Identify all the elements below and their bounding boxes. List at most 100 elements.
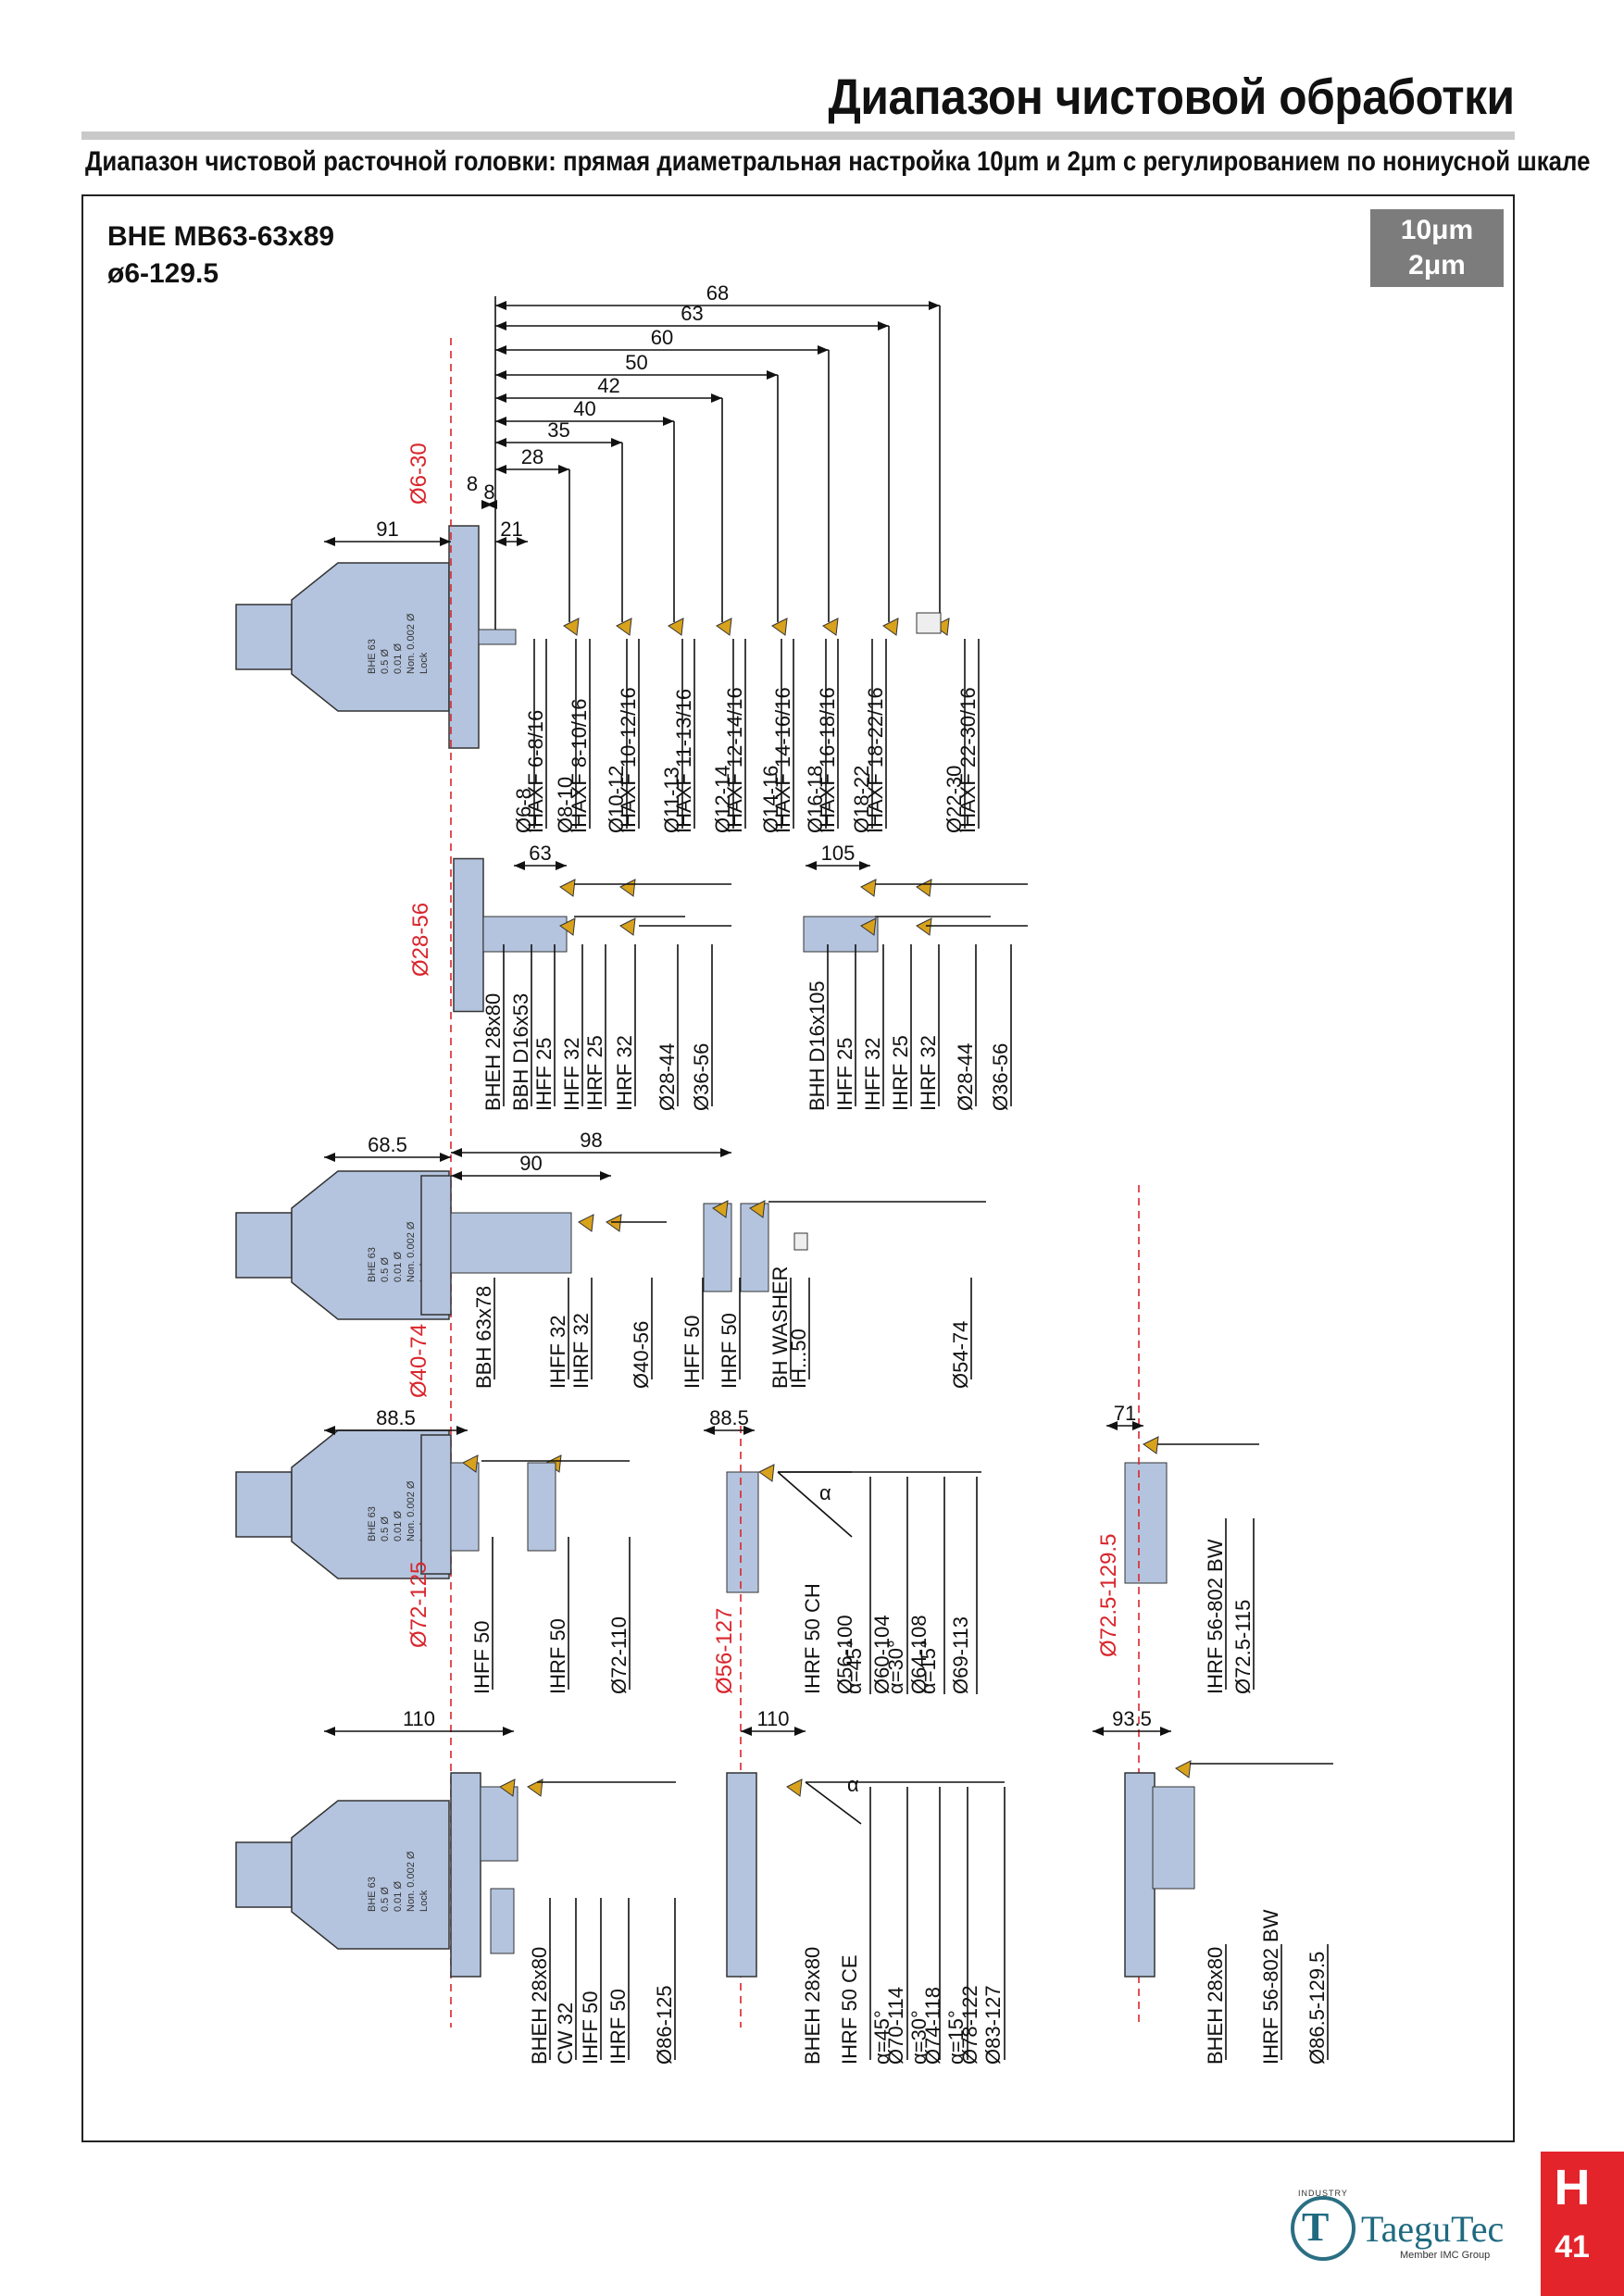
cartridge-s4b [527,1462,556,1552]
tool-label: IHFF 50 [470,1621,493,1694]
arrow-head [495,438,506,447]
leader-line [805,1781,862,1825]
insert-tip [619,917,636,936]
flange-section5c [1124,1772,1156,1978]
dim-105-label: 105 [821,842,856,865]
tool-label: IHFF 50 [579,1991,602,2065]
flange-section1 [448,525,480,749]
insert-tip [749,1200,766,1218]
tool-label: IHRF 50 [606,1989,630,2065]
arrow-head [495,417,506,426]
insert-tip [916,879,932,897]
header-rule [81,131,1515,140]
insert-tip [559,879,576,897]
arrow-head [711,393,722,403]
arrow-head [495,301,506,310]
tool-label: Ø83-127 [981,1985,1005,2065]
tool-label: CW 32 [554,2003,577,2065]
arrow-head [324,1727,335,1736]
dim-8-label: 8 [483,480,494,504]
logo-ring-icon [1291,2196,1355,2261]
head-body [291,1170,450,1320]
logo-name: TaeguTec [1361,2208,1505,2250]
washer-icon [793,1232,808,1251]
flange-section5b [726,1772,757,1978]
taegutec-logo: T INDUSTRY TaeguTec Member IMC Group [1291,2189,1513,2270]
tool-label: IHRF 25 [583,1035,606,1111]
logo-subtitle: Member IMC Group [1400,2250,1491,2261]
alpha-label: α [819,1481,831,1504]
insert-tip [559,917,576,936]
dim-top-label: 60 [651,326,673,349]
dim-88-5-a-label: 88.5 [376,1406,416,1429]
insert-4 [771,618,788,636]
insert-tip [619,879,636,897]
head-marking: 0.01 Ø [393,643,404,674]
dim-91-label: 91 [376,518,398,541]
tool-label: Ø64-108 [907,1615,931,1694]
tool-label: Ø86.5-129.5 [1305,1952,1329,2065]
head-marking: 0.01 Ø [393,1511,404,1541]
tool-label: Ø16-18 [804,766,827,833]
tool-label: Ø6-8 [512,788,535,833]
head-marking: 0.5 Ø [380,1516,391,1541]
tool-label: α=15° [917,1640,940,1694]
dim-93-5-label: 93.5 [1112,1707,1152,1730]
insert-tip [1175,1760,1192,1778]
flange-section5 [450,1772,481,1978]
arrow-head [600,1171,611,1180]
tool-label: α=30° [884,1640,907,1694]
arrow-head [558,465,569,474]
cartridge-s5c [1152,1786,1195,1890]
tool-label: IHRF 56-802 BW [1204,1539,1227,1694]
tool-label: Ø8-10 [554,777,577,833]
logo-top-text: INDUSTRY [1298,2189,1348,2198]
range-label: Ø28-56 [408,903,433,977]
arrow-head [818,345,829,355]
cartridge-ihff50 [703,1203,732,1292]
insert-tip [786,1778,803,1797]
arrow-head [495,321,506,331]
tool-label: IHAXF 6-8/16 [524,710,547,833]
tool-label: IHRF 25 [889,1035,912,1111]
tool-label: Ø54-74 [949,1321,972,1389]
precision-badge: 10μm 2μm [1370,209,1504,287]
arrow-head [495,537,506,546]
head-marking: Non. 0.002 Ø [406,1480,417,1541]
dim-top-label: 35 [547,418,569,442]
tool-label: BHEH 28x80 [1204,1947,1227,2065]
tool-label: Ø18-22 [850,766,873,833]
dim-98-label: 98 [580,1129,602,1152]
arrow-head [741,1727,752,1736]
bar-section3 [450,1212,572,1274]
insert-tip [860,917,877,936]
dim-21-label: 21 [500,518,522,541]
head-marking: 0.5 Ø [380,1257,391,1282]
tool-label: BBH D16x53 [509,993,532,1111]
dim-110-b-label: 110 [756,1707,789,1730]
dim-top-label: 28 [521,445,543,468]
arrow-head [456,1426,468,1435]
tool-label: Ø72.5-115 [1231,1600,1255,1694]
tool-label: IHAXF 14-16/16 [771,687,794,833]
dim-88-5-b-label: 88.5 [709,1406,749,1429]
dim-top-label: 50 [625,351,647,374]
flange-section3 [420,1175,452,1316]
section-letter: H [1554,2160,1591,2215]
head-marking: Lock [418,652,430,674]
range-label: Ø56-127 [712,1608,737,1694]
tool-label: α=30° [907,2010,931,2065]
model-range: ø6-129.5 [107,258,219,289]
head-marking: BHE 63 [367,1247,378,1282]
arrow-head [481,500,493,509]
tool-label: Ø78-122 [958,1985,981,2065]
range-label: Ø72.5-129.5 [1096,1534,1121,1657]
head-marking: BHE 63 [367,1506,378,1541]
flange-section2 [453,857,484,1013]
insert-2 [668,618,684,636]
leader-line [777,1471,853,1538]
shank [235,1471,293,1538]
model-label: BHE MB63-63x89 ø6-129.5 [107,218,334,293]
